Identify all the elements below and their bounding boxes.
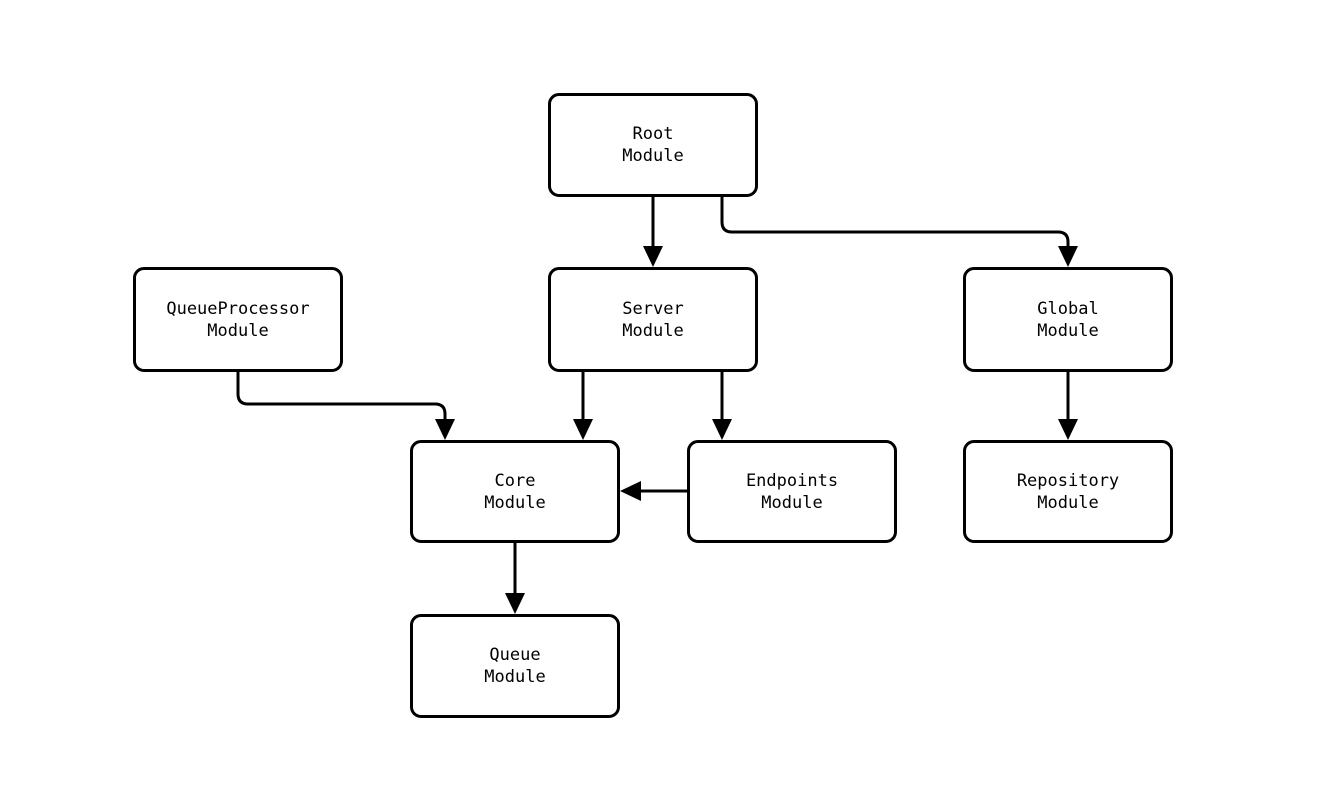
node-label-name: Repository: [1016, 470, 1120, 491]
arrowhead-server-endpoints: [712, 419, 732, 440]
node-label-suffix: Module: [484, 667, 546, 687]
node-label-suffix: Module: [1037, 492, 1099, 513]
arrowhead-global-repository: [1058, 419, 1078, 440]
arrowhead-server-core: [573, 419, 593, 440]
node-label-suffix: Module: [1037, 320, 1099, 341]
node-label-name: Endpoints: [745, 470, 839, 491]
arrowhead-core-queue: [505, 593, 525, 614]
arrowhead-root-global: [1058, 246, 1078, 267]
node-label-name: Core: [494, 470, 536, 491]
node-label-suffix: Module: [622, 320, 684, 341]
node-label-name: Server: [622, 298, 684, 319]
edge-root-global: [720, 197, 1070, 246]
node-label-name: Queue: [489, 645, 541, 665]
arrowhead-qp-core: [435, 419, 455, 440]
arrowhead-root-server: [643, 246, 663, 267]
node-label-suffix: Module: [761, 492, 823, 513]
node-label-suffix: Module: [207, 320, 269, 341]
node-label-name: Root: [632, 124, 674, 144]
node-label-name: QueueProcessor: [166, 298, 310, 319]
edge-qp-core: [236, 372, 447, 419]
node-label-suffix: Module: [622, 146, 684, 166]
node-label-name: Global: [1037, 298, 1099, 319]
arrowhead-endpoints-core: [620, 481, 641, 501]
node-label-suffix: Module: [484, 492, 546, 513]
